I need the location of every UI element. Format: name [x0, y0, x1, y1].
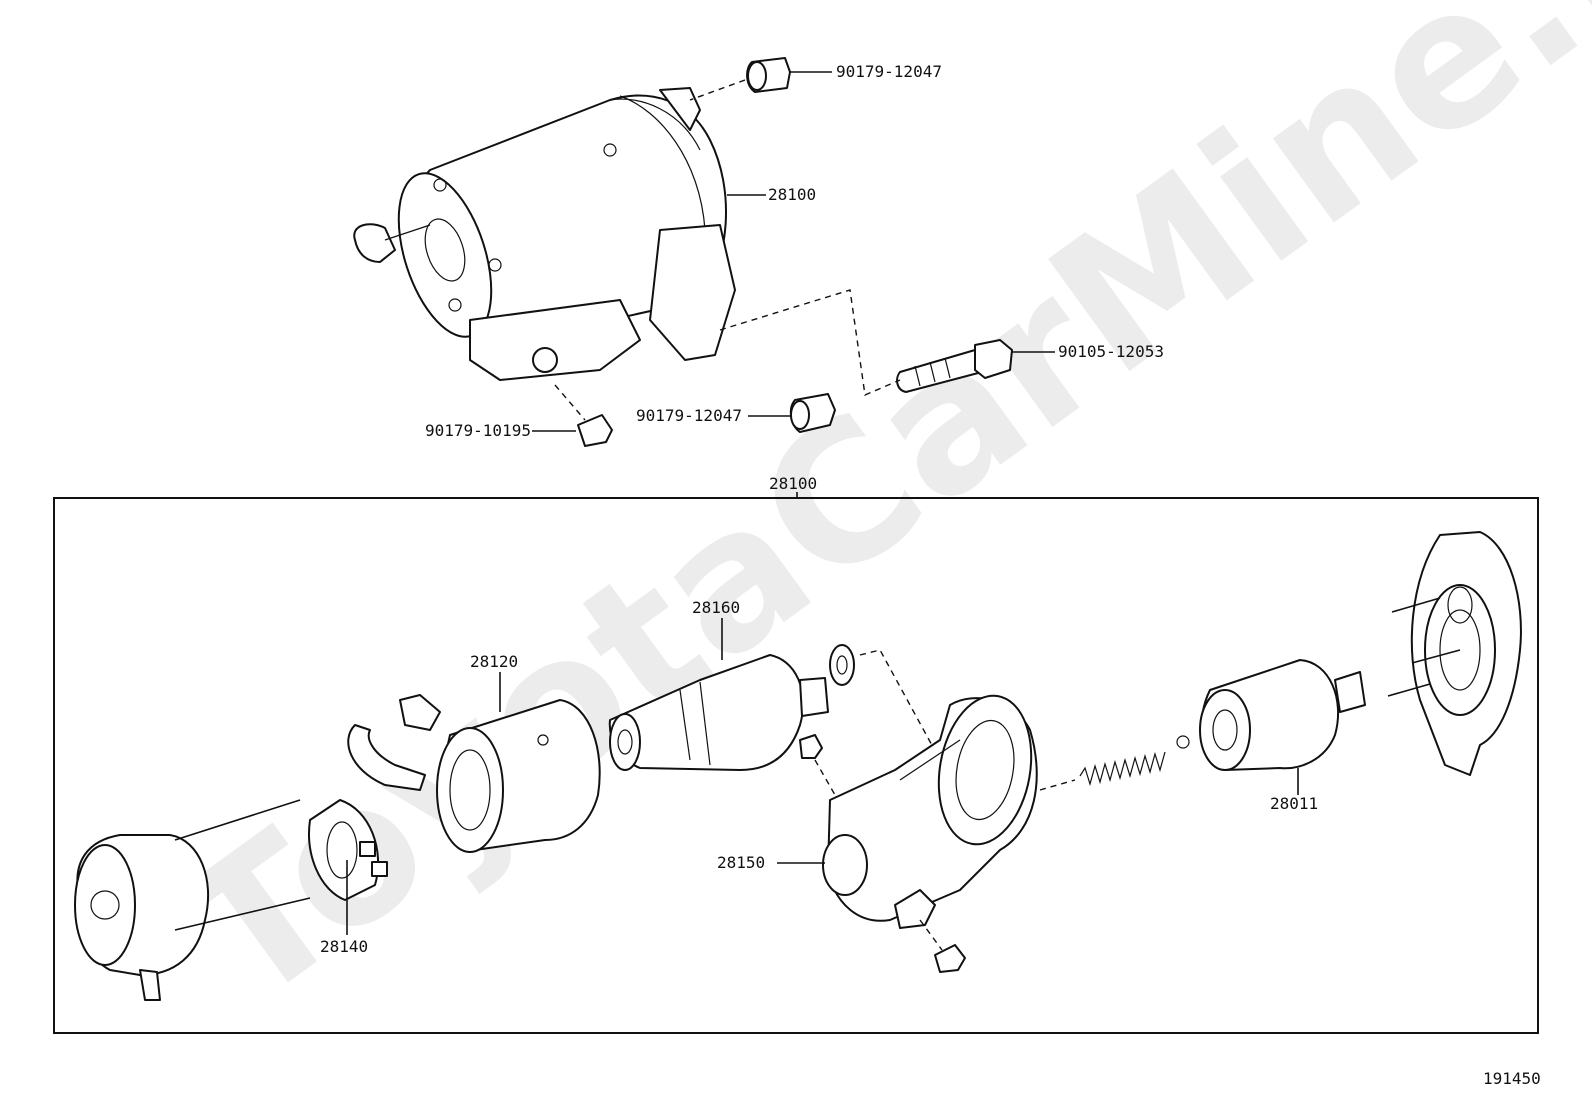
bolt-90105-12053: [896, 339, 1013, 393]
label-90179-12047-top: 90179-12047: [836, 62, 942, 81]
field-frame: [347, 694, 601, 853]
label-28100-box: 28100: [769, 474, 817, 493]
nut-90179-12047-mid: [789, 393, 836, 433]
diagram-id: 191450: [1483, 1069, 1541, 1088]
starter-assembly-drawing: [353, 87, 736, 381]
label-90105-12053: 90105-12053: [1058, 342, 1164, 361]
label-28160: 28160: [692, 598, 740, 617]
drive-end-frame: [1387, 531, 1522, 776]
nut-90179-12047-top: [746, 57, 791, 93]
label-28011: 28011: [1270, 794, 1318, 813]
label-90179-10195: 90179-10195: [425, 421, 531, 440]
brush-holder: [308, 799, 388, 901]
label-28100-top: 28100: [768, 185, 816, 204]
label-28120: 28120: [470, 652, 518, 671]
magnetic-switch: [822, 694, 1038, 929]
small-nut: [799, 734, 823, 759]
label-28140: 28140: [320, 937, 368, 956]
end-cover: [74, 799, 311, 1001]
label-28150: 28150: [717, 853, 765, 872]
armature: [608, 654, 829, 771]
terminal-nut-lower: [934, 944, 966, 973]
ball: [1176, 735, 1190, 749]
exploded-view-frame: [53, 497, 1539, 1034]
clutch: [1199, 659, 1366, 771]
spring: [1079, 751, 1166, 787]
washer: [829, 644, 855, 686]
label-90179-12047-mid: 90179-12047: [636, 406, 742, 425]
nut-90179-10195: [577, 414, 613, 447]
